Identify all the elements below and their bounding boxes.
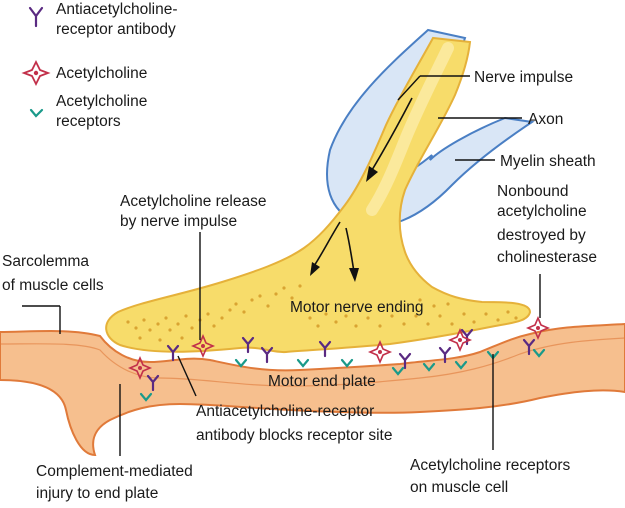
legend-receptors-label: Acetylcholine receptors — [56, 93, 152, 130]
nonbound-ach-label: Nonbound acetylcholine destroyed by chol… — [497, 183, 597, 266]
motor-nerve-ending-label: Motor nerve ending — [290, 299, 424, 316]
sarcolemma-label: Sarcolemma of muscle cells — [2, 253, 104, 294]
acetylcholine-molecules — [127, 315, 551, 381]
myelin-sheath-label: Myelin sheath — [500, 153, 596, 170]
axon-label: Axon — [528, 111, 563, 128]
complement-injury-label: Complement-mediated injury to end plate — [36, 463, 197, 502]
acetylcholine-legend-icon — [21, 59, 51, 87]
arrowheads — [310, 166, 378, 282]
legend-acetylcholine-label: Acetylcholine — [56, 65, 147, 82]
ach-release-label: Acetylcholine release by nerve impulse — [120, 193, 271, 230]
sarcolemma-inner — [0, 337, 625, 387]
nerve-impulse-label: Nerve impulse — [474, 69, 573, 86]
receptor-legend-icon — [29, 108, 44, 118]
vesicle-dots — [126, 284, 518, 342]
receptor-molecules — [139, 348, 546, 402]
motor-end-plate-label: Motor end plate — [268, 373, 376, 390]
leader-lines — [22, 75, 541, 456]
sarcolemma-shape — [0, 322, 625, 457]
antibody-molecules — [146, 328, 536, 392]
ach-receptors-muscle-label: Acetylcholine receptors on muscle cell — [410, 457, 575, 496]
legend-antibody-label: Antiacetylcholine- receptor antibody — [56, 1, 182, 38]
antibody-blocks-label: Antiacetylcholine-receptor antibody bloc… — [196, 403, 392, 444]
motor-nerve-ending-shape — [105, 36, 532, 354]
antibody-legend-icon — [28, 6, 44, 28]
axon-core — [366, 42, 454, 216]
